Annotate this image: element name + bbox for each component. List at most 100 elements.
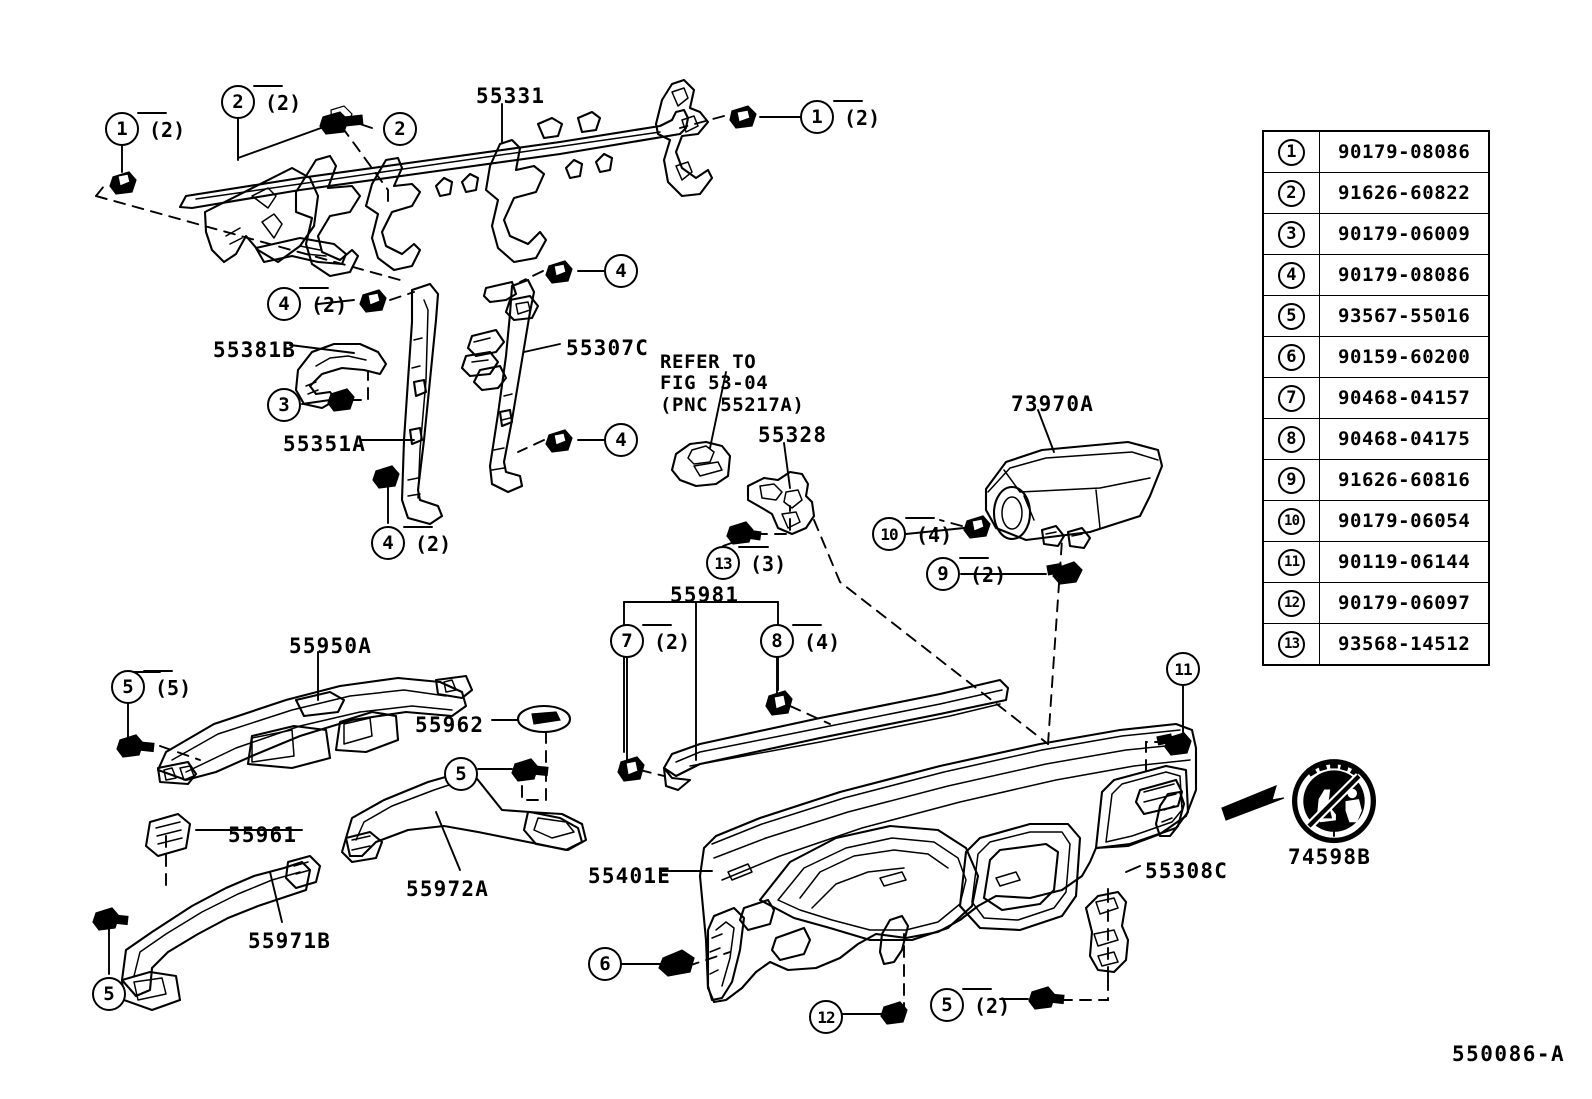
- legend-item-number: 8: [1262, 418, 1321, 460]
- part-label-55971B: 55971B: [248, 929, 332, 953]
- legend-item-number: 9: [1262, 459, 1321, 501]
- callout-qty-1: (2): [149, 118, 186, 142]
- part-55401E-instrument-panel: [698, 722, 1198, 1004]
- legend-number-circle: 2: [1278, 179, 1306, 207]
- legend-item-number: 6: [1262, 336, 1321, 378]
- warning-label-pointer: [1221, 784, 1285, 821]
- callout-qty-8: (4): [804, 630, 841, 654]
- legend-number-circle: 10: [1278, 507, 1306, 535]
- callout-5: 5: [111, 670, 145, 704]
- refer-to-note: REFER TO FIG 53-04 (PNC 55217A): [660, 351, 805, 416]
- callout-qty-7: (2): [654, 630, 691, 654]
- legend-number-circle: 6: [1278, 343, 1306, 371]
- legend-part-number: 93568-14512: [1319, 623, 1490, 666]
- callout-qty-9: (2): [970, 563, 1007, 587]
- callout-1: 1: [105, 112, 139, 146]
- callout-qty-5: (2): [974, 994, 1011, 1018]
- part-label-55308C: 55308C: [1145, 859, 1229, 883]
- callout-7: 7: [610, 624, 644, 658]
- part-label-55981: 55981: [670, 583, 740, 607]
- part-label-55962: 55962: [415, 713, 485, 737]
- part-73970A-passenger-airbag: [984, 440, 1164, 550]
- part-label-55307C: 55307C: [566, 336, 650, 360]
- legend-part-number: 91626-60816: [1319, 459, 1490, 501]
- legend-number-circle: 7: [1278, 384, 1306, 412]
- legend-part-number: 90179-06097: [1319, 582, 1490, 624]
- callout-qty-2: (2): [265, 91, 302, 115]
- airbag-warning-label-icon: [1286, 755, 1382, 851]
- callout-5: 5: [92, 977, 126, 1011]
- callout-13: 13: [706, 546, 740, 580]
- callout-9: 9: [926, 557, 960, 591]
- legend-part-number: 90468-04157: [1319, 377, 1490, 419]
- fasteners: [92, 105, 1192, 1025]
- callout-4: 4: [267, 287, 301, 321]
- callout-4: 4: [604, 254, 638, 288]
- part-label-74598B: 74598B: [1288, 845, 1372, 869]
- legend-number-circle: 12: [1278, 589, 1306, 617]
- legend-row: 13 93568-14512: [1262, 623, 1490, 666]
- part-55308C-bracket: [1084, 890, 1130, 974]
- legend-item-number: 12: [1262, 582, 1321, 624]
- part-55950A-defroster-duct: [156, 674, 474, 786]
- callout-12: 12: [809, 1000, 843, 1034]
- callout-qty-4: (2): [415, 532, 452, 556]
- legend-item-number: 1: [1262, 130, 1321, 173]
- legend-item-number: 3: [1262, 213, 1321, 255]
- callout-2: 2: [383, 112, 417, 146]
- part-55962-grommet: [516, 704, 572, 734]
- callout-6: 6: [588, 947, 622, 981]
- callout-qty-13: (3): [750, 552, 787, 576]
- part-55331-reinforcement-beam: [178, 78, 714, 278]
- legend-number-circle: 5: [1278, 302, 1306, 330]
- legend-part-number: 90468-04175: [1319, 418, 1490, 460]
- callout-11: 11: [1166, 652, 1200, 686]
- part-55381B-bracket: [294, 342, 388, 410]
- part-55961-air-register: [144, 812, 192, 858]
- callout-4: 4: [371, 526, 405, 560]
- part-label-55972A: 55972A: [406, 877, 490, 901]
- assembly-dashed-lines: [95, 115, 1167, 1015]
- part-55328-bracket: [746, 470, 816, 536]
- part-55217A-switch-knob: [670, 440, 732, 488]
- part-label-55961: 55961: [228, 823, 298, 847]
- legend-part-number: 90179-06054: [1319, 500, 1490, 542]
- legend-part-number: 90179-08086: [1319, 254, 1490, 296]
- part-55307C-brace: [460, 278, 540, 494]
- legend-row: 8 90468-04175: [1262, 418, 1490, 460]
- legend-item-number: 7: [1262, 377, 1321, 419]
- callout-10: 10: [872, 517, 906, 551]
- legend-row: 10 90179-06054: [1262, 500, 1490, 542]
- callout-1: 1: [800, 100, 834, 134]
- legend-part-number: 91626-60822: [1319, 172, 1490, 214]
- legend-row: 9 91626-60816: [1262, 459, 1490, 501]
- legend-part-number: 90179-08086: [1319, 130, 1490, 173]
- part-label-55328: 55328: [758, 423, 828, 447]
- legend-part-number: 90179-06009: [1319, 213, 1490, 255]
- part-55981-defroster-nozzle: [662, 678, 1010, 792]
- legend-part-number: 90159-60200: [1319, 336, 1490, 378]
- part-label-55950A: 55950A: [289, 634, 373, 658]
- legend-number-circle: 8: [1278, 425, 1306, 453]
- leader-lines: [108, 85, 1335, 1015]
- legend-item-number: 11: [1262, 541, 1321, 583]
- legend-row: 6 90159-60200: [1262, 336, 1490, 378]
- legend-number-circle: 13: [1278, 630, 1306, 658]
- legend-item-number: 4: [1262, 254, 1321, 296]
- callout-qty-10: (4): [916, 523, 953, 547]
- legend-row: 2 91626-60822: [1262, 172, 1490, 214]
- legend-item-number: 2: [1262, 172, 1321, 214]
- part-label-73970A: 73970A: [1011, 392, 1095, 416]
- legend-number-circle: 9: [1278, 466, 1306, 494]
- legend-row: 12 90179-06097: [1262, 582, 1490, 624]
- part-55972A-duct: [340, 768, 588, 864]
- legend-row: 7 90468-04157: [1262, 377, 1490, 419]
